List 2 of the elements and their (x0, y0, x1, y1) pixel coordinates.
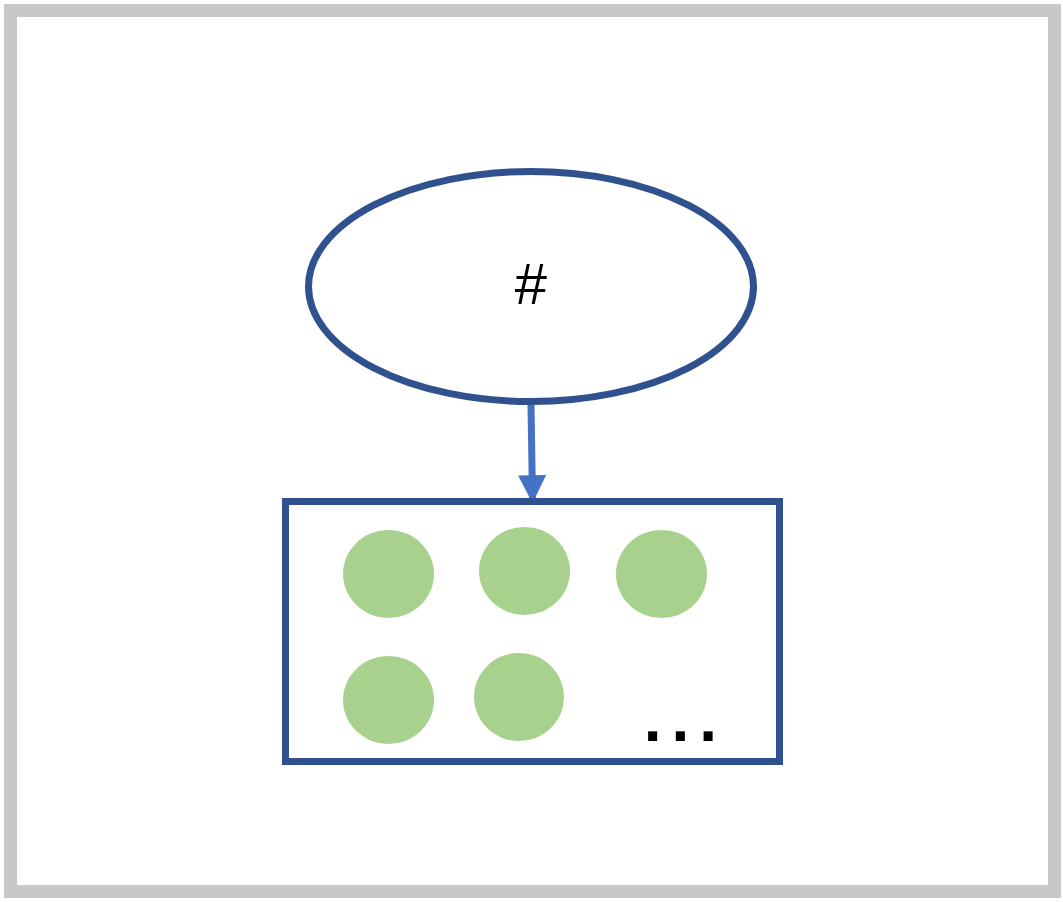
ellipsis-text: ... (643, 687, 727, 751)
node-label: # (514, 249, 548, 317)
